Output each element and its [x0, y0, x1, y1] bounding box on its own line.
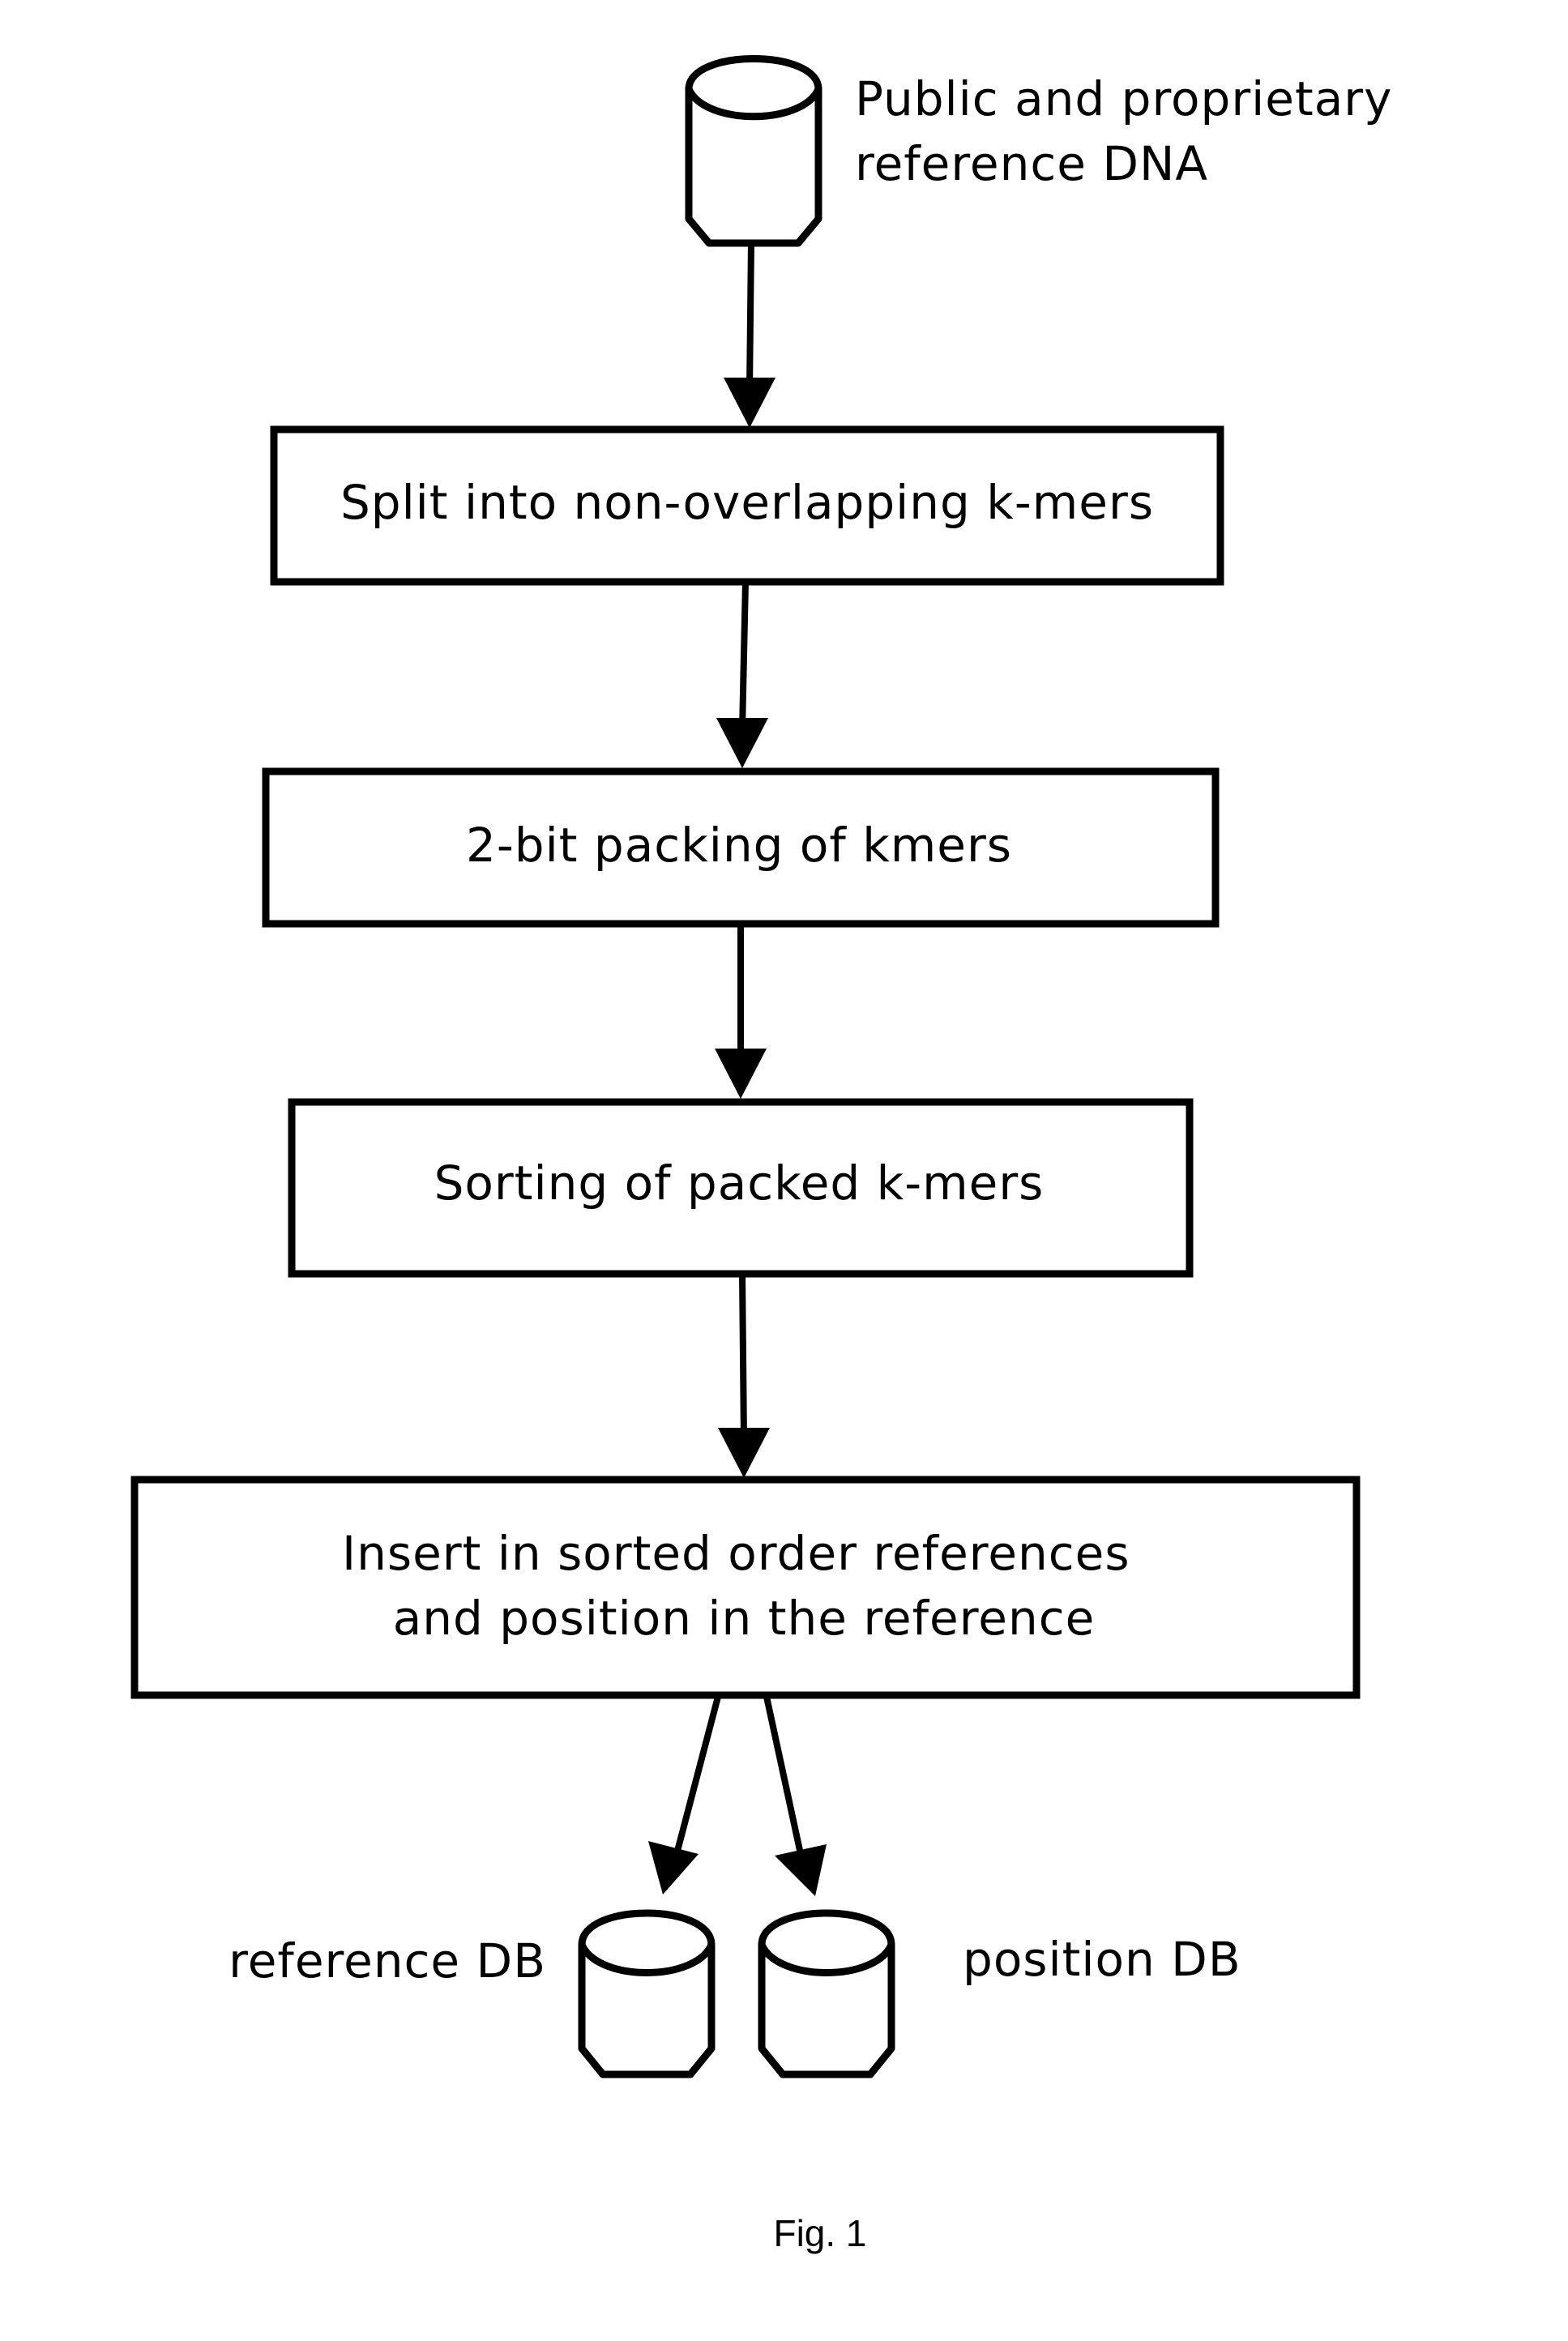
sorting-label: Sorting of packed k-mers — [434, 1156, 1045, 1211]
figure-caption: Fig. 1 — [773, 2212, 866, 2254]
arrowhead-insert-to-reference-db — [648, 1841, 699, 1895]
sorting-label-line-1: Sorting of packed k-mers — [434, 1156, 1045, 1211]
insert-node: Insert in sorted order references and po… — [135, 1480, 1357, 1695]
packing-label-line-1: 2-bit packing of kmers — [466, 818, 1012, 873]
position-db-cylinder-icon — [762, 1913, 891, 2074]
arrowhead-source-to-split — [724, 378, 775, 428]
edge-source-to-split — [724, 243, 775, 428]
edge-insert-to-reference-db — [648, 1697, 718, 1895]
insert-label-line-2: and position in the reference — [393, 1591, 1096, 1646]
position-db-node: position DB — [762, 1913, 1241, 2074]
position-db-label: position DB — [963, 1932, 1241, 1987]
edge-split-to-packing — [716, 582, 768, 768]
arrowhead-split-to-packing — [716, 718, 768, 768]
source-db-node: Public and proprietary reference DNA — [689, 59, 1408, 244]
source-db-label: Public and proprietary reference DNA — [855, 71, 1408, 191]
position-db-label-line-1: position DB — [963, 1932, 1241, 1987]
arrowhead-sorting-to-insert — [718, 1428, 770, 1478]
split-label-line-1: Split into non-overlapping k-mers — [340, 475, 1154, 530]
packing-node: 2-bit packing of kmers — [266, 771, 1216, 924]
reference-db-cylinder-icon — [582, 1913, 711, 2074]
packing-label: 2-bit packing of kmers — [466, 818, 1012, 873]
arrowhead-packing-to-sorting — [715, 1049, 767, 1099]
reference-db-label: reference DB — [229, 1933, 546, 1989]
arrowhead-insert-to-position-db — [775, 1844, 827, 1896]
source-db-label-line-2: reference DNA — [855, 136, 1208, 191]
edge-sorting-to-insert — [718, 1274, 770, 1478]
source-db-label-line-1: Public and proprietary — [855, 71, 1392, 126]
sorting-node: Sorting of packed k-mers — [292, 1102, 1190, 1274]
split-node: Split into non-overlapping k-mers — [274, 429, 1220, 582]
edge-packing-to-sorting — [715, 924, 767, 1099]
split-label: Split into non-overlapping k-mers — [340, 475, 1154, 530]
source-db-cylinder-icon — [689, 59, 818, 244]
edge-insert-to-position-db — [767, 1697, 827, 1896]
reference-db-node: reference DB — [229, 1913, 711, 2074]
insert-box — [135, 1480, 1357, 1695]
insert-label-line-1: Insert in sorted order references — [342, 1526, 1130, 1581]
reference-db-label-line-1: reference DB — [229, 1933, 546, 1989]
